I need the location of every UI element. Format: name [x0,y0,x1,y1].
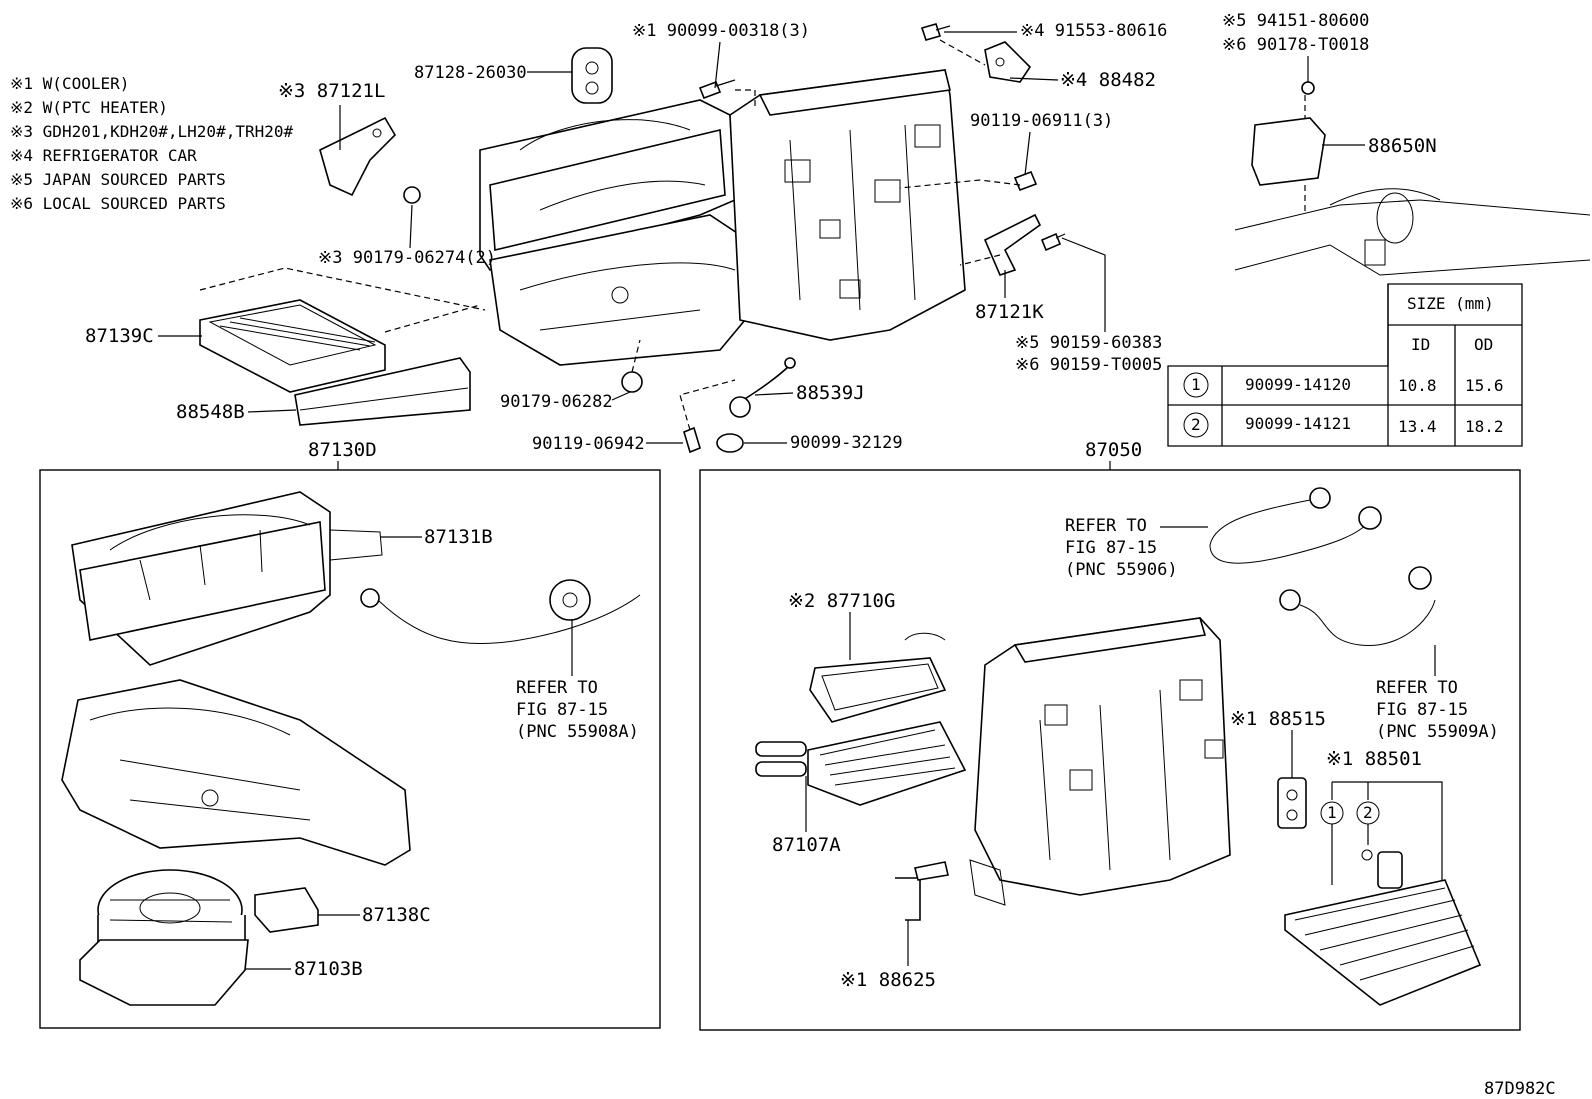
callout-87107A: 87107A [772,834,841,856]
callout-87138C: 87138C [362,904,431,926]
callout-88548B: 88548B [176,401,245,423]
callout-90159-T0005: ※6 90159-T0005 [1015,355,1162,375]
callout-90099-32129: 90099-32129 [790,433,903,453]
callout-88625: ※1 88625 [840,969,936,991]
callouts-right-box: REFER TO FIG 87-15 (PNC 55906) ※2 87710G… [772,516,1499,991]
size-table-row-2-part: 90099-14121 [1245,414,1351,433]
callout-pnc-55906: (PNC 55906) [1065,560,1178,580]
callout-91553-80616: ※4 91553-80616 [1020,21,1167,41]
callout-pnc-55909a: (PNC 55909A) [1376,722,1499,742]
callout-87131B: 87131B [424,526,493,548]
heater-unit-subassembly-box [699,469,1521,1031]
callout-90099-00318: ※1 90099-00318(3) [632,21,810,41]
size-table-header-od: OD [1474,335,1493,354]
callout-ref-2: 2 [1363,803,1373,822]
callout-fig-2: FIG 87-15 [1065,538,1157,558]
figure-code: 87D982C [1484,1079,1556,1099]
notes-list: ※1 W(COOLER) ※2 W(PTC HEATER) ※3 GDH201,… [10,74,293,213]
size-table-row-1-no: 1 [1191,375,1201,394]
size-table-row-2-no: 2 [1191,415,1201,434]
callout-87710G: ※2 87710G [788,590,895,612]
callout-94151-80600: ※5 94151-80600 [1222,11,1369,31]
callout-87139C: 87139C [85,325,154,347]
blower-subassembly-box [39,469,661,1029]
callout-fig-3: FIG 87-15 [1376,700,1468,720]
size-table-row-1-id: 10.8 [1398,376,1437,395]
dashed-guides [199,39,1306,431]
callout-87121K: 87121K [975,301,1044,323]
callout-ref-1: 1 [1327,803,1337,822]
callout-refer-to-2: REFER TO [1065,516,1147,536]
callout-refer-to-3: REFER TO [1376,678,1458,698]
callout-90119-06942: 90119-06942 [532,434,645,454]
callout-88482: ※4 88482 [1060,69,1156,91]
size-table-header-id: ID [1411,335,1430,354]
callout-87128-26030: 87128-26030 [414,63,527,83]
callout-88650N: 88650N [1368,135,1437,157]
callout-88539J: 88539J [796,382,865,404]
size-table-title: SIZE (mm) [1407,294,1494,313]
callout-88501: ※1 88501 [1326,748,1422,770]
note-6: ※6 LOCAL SOURCED PARTS [10,194,226,213]
callouts-left-box: 87131B REFER TO FIG 87-15 (PNC 55908A) 8… [245,526,639,980]
callout-87103B: 87103B [294,958,363,980]
callout-87130D: 87130D [308,439,377,461]
size-table-row-2-od: 18.2 [1465,417,1504,436]
callout-88515: ※1 88515 [1230,708,1326,730]
size-table: SIZE (mm) ID OD 1 90099-14120 10.8 15.6 … [1167,283,1523,447]
callout-90159-60383: ※5 90159-60383 [1015,333,1162,353]
note-2: ※2 W(PTC HEATER) [10,98,168,117]
callout-87121L: ※3 87121L [278,80,385,102]
size-table-row-2-id: 13.4 [1398,417,1437,436]
callout-refer-to-1: REFER TO [516,678,598,698]
callout-90119-06911: 90119-06911(3) [970,111,1113,131]
note-1: ※1 W(COOLER) [10,74,129,93]
callouts-upper: ※1 90099-00318(3) 87128-26030 ※4 91553-8… [85,11,1437,470]
callout-90178-T0018: ※6 90178-T0018 [1222,35,1369,55]
note-4: ※4 REFRIGERATOR CAR [10,146,197,165]
note-3: ※3 GDH201,KDH20#,LH20#,TRH20# [10,122,293,141]
size-table-row-1-od: 15.6 [1465,376,1504,395]
small-parts-top [199,23,1591,454]
size-table-row-1-part: 90099-14120 [1245,375,1351,394]
main-assembly-drawing [479,69,966,366]
callout-90179-06274: ※3 90179-06274(2) [318,248,496,268]
callout-fig-1: FIG 87-15 [516,700,608,720]
callout-pnc-55908a: (PNC 55908A) [516,722,639,742]
callout-87050: 87050 [1085,439,1142,461]
note-5: ※5 JAPAN SOURCED PARTS [10,170,226,189]
callout-90179-06282: 90179-06282 [500,392,613,412]
